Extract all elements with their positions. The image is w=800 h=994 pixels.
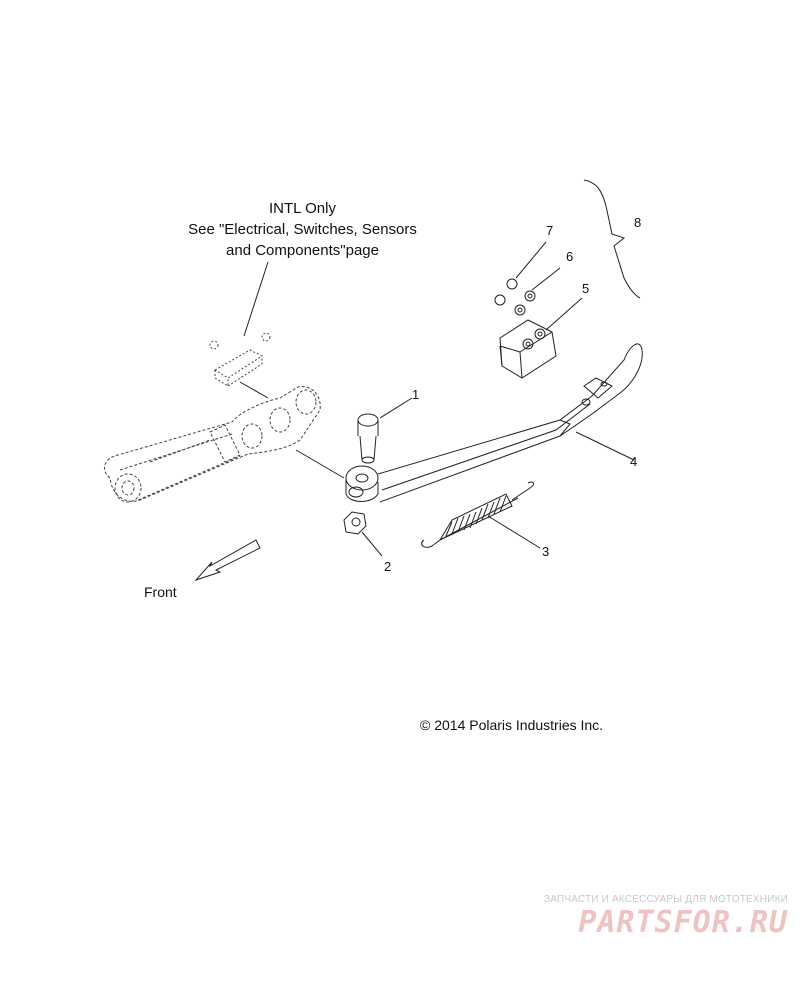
note-line-2: See "Electrical, Switches, Sensors (188, 221, 417, 238)
callout-3: 3 (542, 544, 550, 559)
note-line-3: and Components"page (226, 242, 379, 259)
pad-block (499, 297, 583, 379)
copyright: © 2014 Polaris Industries Inc. (420, 717, 604, 733)
watermark-logo: PARTSFOR.RU (578, 905, 788, 940)
front-arrow (194, 539, 261, 582)
intl-note: INTL Only See "Electrical, Switches, Sen… (150, 198, 455, 261)
front-label: Front (144, 584, 177, 600)
note-line-1: INTL Only (269, 200, 336, 217)
kickstand-arm (345, 343, 643, 503)
nut (343, 511, 383, 557)
return-spring (421, 481, 541, 549)
pivot-bolt (357, 397, 413, 464)
bracket-leader (239, 381, 269, 399)
callout-1: 1 (412, 387, 420, 402)
washers (494, 241, 561, 316)
callout-7: 7 (546, 223, 554, 238)
callout-4: 4 (630, 454, 638, 469)
note-leader (243, 261, 269, 337)
callout-5: 5 (582, 281, 590, 296)
watermark-tagline: ЗАПЧАСТИ И АКСЕССУАРЫ ДЛЯ МОТОТЕХНИКИ (543, 894, 788, 905)
callout-6: 6 (566, 249, 574, 264)
frame-phantom (103, 386, 321, 503)
kit-brace (583, 179, 641, 299)
frame-leader (295, 449, 345, 479)
intl-sensor-bracket (209, 332, 271, 387)
callout-2: 2 (384, 559, 392, 574)
callout-8: 8 (634, 215, 642, 230)
